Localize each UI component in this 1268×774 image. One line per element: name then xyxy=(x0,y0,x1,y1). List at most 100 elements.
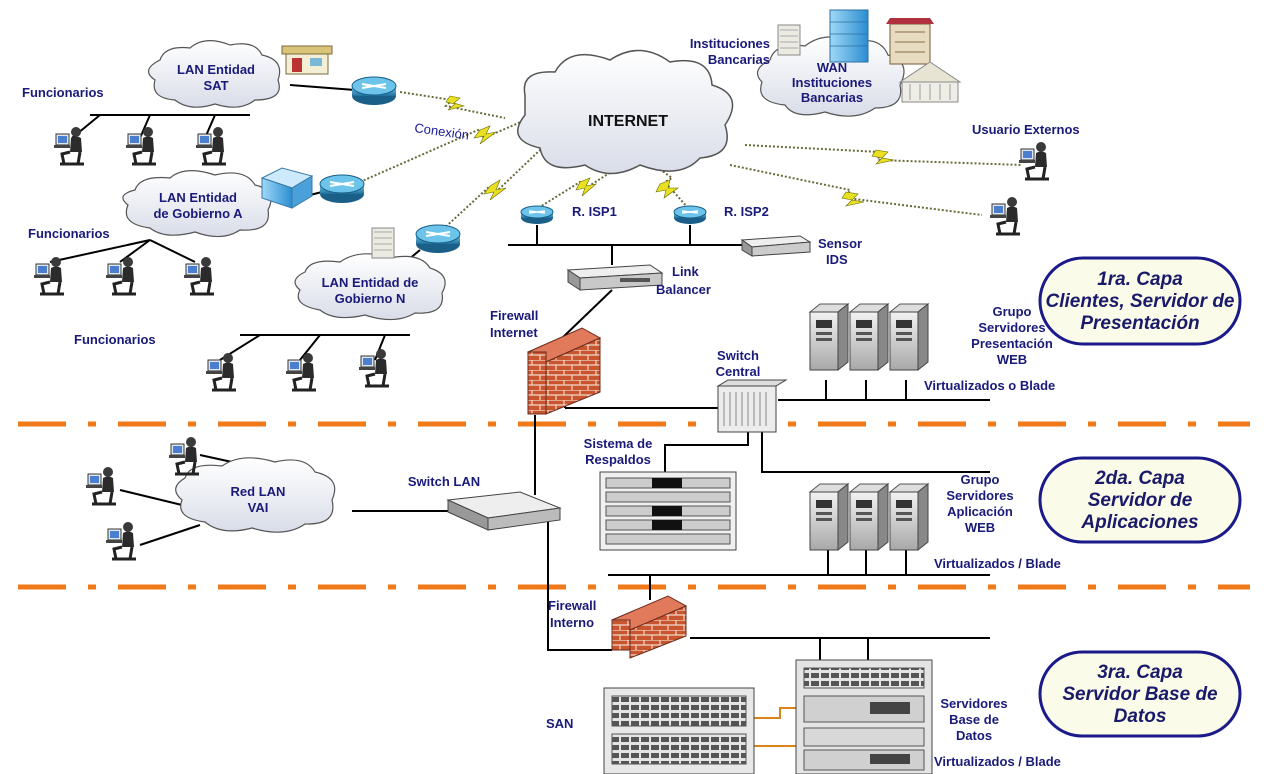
grupo-presentacion-label-4: WEB xyxy=(997,352,1027,367)
lan-sat-label-2: SAT xyxy=(203,78,228,93)
firewall-internet-label-1: Firewall xyxy=(490,308,538,323)
grupo-aplicacion-label-4: WEB xyxy=(965,520,995,535)
conexion-label: Conexión xyxy=(414,120,470,142)
sistema-respaldos-label-1: Sistema de xyxy=(584,436,653,451)
tier-3-line-3: Datos xyxy=(1114,706,1167,727)
lan-sat-label-1: LAN Entidad xyxy=(177,62,255,77)
servidores-bd-label-3: Datos xyxy=(956,728,992,743)
tier-2-line-2: Servidor de xyxy=(1088,490,1193,511)
bank-buildings-icon xyxy=(777,9,962,103)
funcionario-icon xyxy=(182,255,216,296)
firewall-interno-label-2: Interno xyxy=(550,615,594,630)
firewall-interno-label-1: Firewall xyxy=(548,598,596,613)
tier-1-line-3: Presentación xyxy=(1080,313,1199,334)
lan-gobierno-n-cloud xyxy=(294,253,446,321)
tier-1-line-1: 1ra. Capa xyxy=(1097,269,1183,290)
lan-gob-a-label-1: LAN Entidad xyxy=(159,190,237,205)
funcionarios-label-3: Funcionarios xyxy=(74,332,156,347)
building-gobierno-n-icon xyxy=(371,227,395,259)
link-balancer-icon xyxy=(566,264,664,291)
funcionario-icon xyxy=(357,347,391,388)
database-servers-icon xyxy=(795,659,933,774)
firewall-internet-label-2: Internet xyxy=(490,325,538,340)
switch-lan-icon xyxy=(446,491,562,531)
red-lan-vai-label-1: Red LAN xyxy=(231,484,286,499)
tier-2-line-3: Aplicaciones xyxy=(1080,512,1198,533)
internet-label: INTERNET xyxy=(588,113,668,130)
servidores-bd-label-2: Base de xyxy=(949,712,999,727)
servidores-bd-label-1: Servidores xyxy=(940,696,1007,711)
grupo-presentacion-label-2: Servidores xyxy=(978,320,1045,335)
lan-gobierno-a-cloud xyxy=(122,170,272,238)
wan-label-1: WAN xyxy=(817,60,847,75)
sensor-ids-label-1: Sensor xyxy=(818,236,862,251)
link-balancer-label-1: Link xyxy=(672,264,699,279)
router-sat xyxy=(351,76,397,106)
r-isp2-label: R. ISP2 xyxy=(724,204,769,219)
usuario-externos-label: Usuario Externos xyxy=(972,122,1080,137)
virtualizados-blade-label-1: Virtualizados o Blade xyxy=(924,378,1055,393)
application-servers-icon xyxy=(809,483,929,551)
wan-label-2: Instituciones xyxy=(792,75,872,90)
link-balancer-label-2: Balancer xyxy=(656,282,711,297)
funcionario-icon xyxy=(32,255,66,296)
virtualizados-blade-label-2: Virtualizados / Blade xyxy=(934,556,1061,571)
tier-3-line-2: Servidor Base de xyxy=(1062,684,1218,705)
red-lan-vai-cloud xyxy=(175,457,336,533)
usuario-externo-icon xyxy=(1017,140,1051,181)
presentation-servers-icon xyxy=(809,303,929,371)
usuario-vai-icon xyxy=(167,435,201,476)
san-storage-icon xyxy=(603,687,755,774)
internet-cloud xyxy=(516,49,734,175)
switch-central-label-2: Central xyxy=(716,364,761,379)
grupo-aplicacion-label-1: Grupo xyxy=(961,472,1000,487)
router-isp2 xyxy=(673,205,707,225)
r-isp1-label: R. ISP1 xyxy=(572,204,617,219)
grupo-aplicacion-label-2: Servidores xyxy=(946,488,1013,503)
lan-gob-n-label-1: LAN Entidad de xyxy=(322,275,419,290)
funcionarios-label-1: Funcionarios xyxy=(22,85,104,100)
funcionarios-label-2: Funcionarios xyxy=(28,226,110,241)
building-gobierno-a-icon xyxy=(260,167,314,209)
router-gobierno-a xyxy=(319,174,365,204)
backup-system-icon xyxy=(599,471,737,551)
san-label: SAN xyxy=(546,716,573,731)
usuario-vai-icon xyxy=(84,465,118,506)
switch-central-icon xyxy=(716,379,788,433)
firewall-internet-icon xyxy=(526,327,602,415)
wan-label-3: Bancarias xyxy=(801,90,863,105)
sensor-ids-icon xyxy=(740,235,812,257)
funcionario-icon xyxy=(52,125,86,166)
usuario-externo-icon xyxy=(988,195,1022,236)
funcionario-icon xyxy=(124,125,158,166)
usuario-vai-icon xyxy=(104,520,138,561)
router-gobierno-n xyxy=(415,224,461,254)
lightning-marks xyxy=(445,95,895,207)
tier-box-2: 2da. Capa Servidor de Aplicaciones xyxy=(1038,456,1242,544)
funcionario-icon xyxy=(104,255,138,296)
lan-gob-n-label-2: Gobierno N xyxy=(335,291,406,306)
red-lan-vai-label-2: VAI xyxy=(248,500,269,515)
firewall-interno-icon xyxy=(610,595,688,659)
switch-central-label-1: Switch xyxy=(717,348,759,363)
grupo-aplicacion-label-3: Aplicación xyxy=(947,504,1013,519)
tier-box-1: 1ra. Capa Clientes, Servidor de Presenta… xyxy=(1038,256,1242,346)
tier-1-line-2: Clientes, Servidor de xyxy=(1045,291,1234,312)
tier-2-line-1: 2da. Capa xyxy=(1094,468,1185,489)
lan-gob-a-label-2: de Gobierno A xyxy=(153,206,243,221)
sensor-ids-label-2: IDS xyxy=(826,252,848,267)
sistema-respaldos-label-2: Respaldos xyxy=(585,452,651,467)
grupo-presentacion-label-1: Grupo xyxy=(993,304,1032,319)
virtualizados-blade-label-3: Virtualizados / Blade xyxy=(934,754,1061,769)
tier-box-3: 3ra. Capa Servidor Base de Datos xyxy=(1038,650,1242,738)
instituciones-label-1: Instituciones xyxy=(690,36,770,51)
funcionario-icon xyxy=(194,125,228,166)
lan-sat-cloud xyxy=(148,40,281,108)
router-isp1 xyxy=(520,205,554,225)
san-cables xyxy=(752,707,800,747)
building-sat-icon xyxy=(281,45,333,75)
switch-lan-label: Switch LAN xyxy=(408,474,480,489)
tier-3-line-1: 3ra. Capa xyxy=(1097,662,1183,683)
grupo-presentacion-label-3: Presentación xyxy=(971,336,1053,351)
